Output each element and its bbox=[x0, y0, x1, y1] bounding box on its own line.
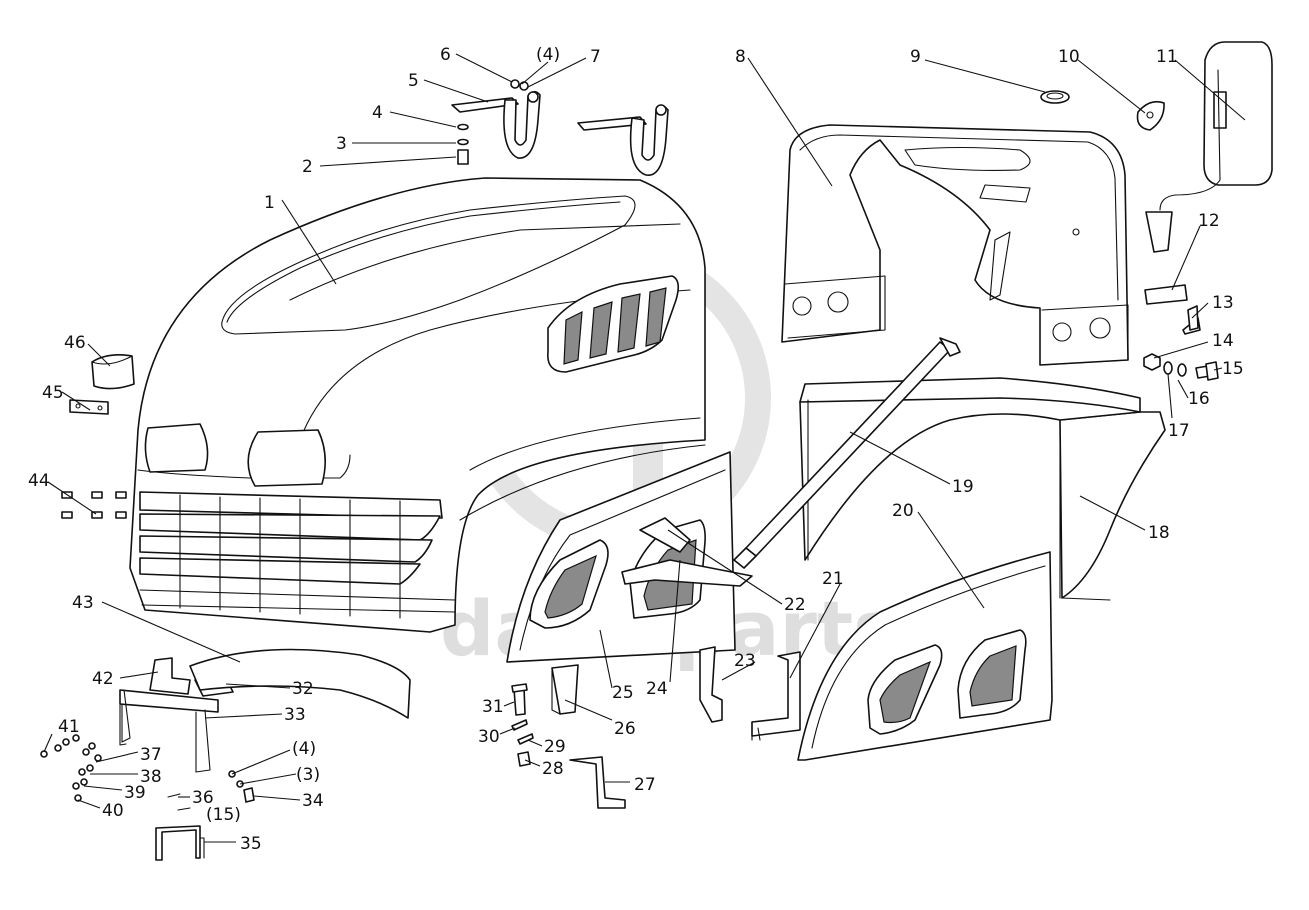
callout-16: 16 bbox=[1188, 389, 1210, 409]
callout-19: 19 bbox=[952, 477, 974, 497]
side-panel-20 bbox=[797, 551, 1053, 761]
callout-15: 15 bbox=[1222, 359, 1244, 379]
plate-22 bbox=[621, 517, 753, 587]
callout-46: 46 bbox=[64, 333, 86, 353]
washer-3 bbox=[457, 138, 469, 146]
callout-10: 10 bbox=[1058, 47, 1080, 67]
callout-40: 40 bbox=[102, 801, 124, 821]
callout-23: 23 bbox=[734, 651, 756, 671]
callout-32: 32 bbox=[292, 679, 314, 699]
bracket-21 bbox=[751, 651, 801, 741]
callout-13: 13 bbox=[1212, 293, 1234, 313]
callout-26: 26 bbox=[614, 719, 636, 739]
bracket-27 bbox=[569, 756, 626, 809]
bolt-31 bbox=[511, 683, 528, 716]
callout-4: 4 bbox=[372, 103, 383, 123]
handle-bracket-pair bbox=[577, 104, 669, 176]
callout-24: 24 bbox=[646, 679, 668, 699]
callout-21: 21 bbox=[822, 569, 844, 589]
callout-33: 33 bbox=[284, 705, 306, 725]
fasteners-34 bbox=[228, 770, 255, 803]
callout-4-qty: (4) bbox=[536, 45, 560, 65]
washer-29 bbox=[517, 733, 534, 745]
callout-1: 1 bbox=[264, 193, 275, 213]
callout-2: 2 bbox=[302, 157, 313, 177]
callout-39: 39 bbox=[124, 783, 146, 803]
bolt-15 bbox=[1195, 361, 1219, 381]
nut-6-7 bbox=[510, 79, 529, 91]
hood-part-1 bbox=[129, 177, 706, 633]
callout-38: 38 bbox=[140, 767, 162, 787]
leader-lines bbox=[43, 53, 1246, 843]
callout-27: 27 bbox=[634, 775, 656, 795]
callout-18: 18 bbox=[1148, 523, 1170, 543]
callout-41: 41 bbox=[58, 717, 80, 737]
callout-28: 28 bbox=[542, 759, 564, 779]
callout-31: 31 bbox=[482, 697, 504, 717]
rear-fender-18 bbox=[799, 377, 1166, 601]
bracket-26 bbox=[551, 664, 579, 715]
rod-35 bbox=[155, 825, 205, 861]
callout-3-qty: (3) bbox=[296, 765, 320, 785]
screw-2 bbox=[457, 149, 469, 165]
trim-43 bbox=[189, 648, 411, 719]
nut-14 bbox=[1143, 353, 1161, 371]
bracket-42 bbox=[149, 657, 191, 695]
bracket-23 bbox=[699, 646, 723, 723]
nut-28 bbox=[517, 751, 531, 767]
callout-8: 8 bbox=[735, 47, 746, 67]
callout-36: 36 bbox=[192, 788, 214, 808]
callout-37: 37 bbox=[140, 745, 162, 765]
callout-15-qty: (15) bbox=[206, 805, 241, 825]
washer-4 bbox=[457, 123, 469, 131]
bracket-45 bbox=[69, 399, 109, 415]
callout-35: 35 bbox=[240, 834, 262, 854]
washer-16 bbox=[1177, 363, 1187, 377]
plate-10 bbox=[1136, 100, 1165, 131]
callout-3: 3 bbox=[336, 134, 347, 154]
callout-labels: 1 2 3 4 5 6 (4) 7 8 9 10 11 12 13 14 15 … bbox=[28, 45, 1244, 854]
callout-6: 6 bbox=[440, 45, 451, 65]
callout-12: 12 bbox=[1198, 211, 1220, 231]
bracket-13 bbox=[1182, 305, 1201, 335]
bracket-33 bbox=[119, 689, 219, 773]
callout-30: 30 bbox=[478, 727, 500, 747]
callout-5: 5 bbox=[408, 71, 419, 91]
callout-43: 43 bbox=[72, 593, 94, 613]
fasteners-left-37-41 bbox=[40, 734, 102, 802]
callout-34: 34 bbox=[302, 791, 324, 811]
callout-7: 7 bbox=[590, 47, 601, 67]
callout-11: 11 bbox=[1156, 47, 1178, 67]
washer-17 bbox=[1163, 361, 1173, 375]
callout-20: 20 bbox=[892, 501, 914, 521]
clips-44 bbox=[61, 491, 127, 519]
callout-9: 9 bbox=[910, 47, 921, 67]
callout-25: 25 bbox=[612, 683, 634, 703]
callout-22: 22 bbox=[784, 595, 806, 615]
lamp-46 bbox=[91, 354, 135, 390]
callout-44: 44 bbox=[28, 471, 50, 491]
callout-14: 14 bbox=[1212, 331, 1234, 351]
callout-17: 17 bbox=[1168, 421, 1190, 441]
strut-19 bbox=[733, 337, 961, 569]
cap-9 bbox=[1040, 90, 1070, 104]
callout-45: 45 bbox=[42, 383, 64, 403]
callout-29: 29 bbox=[544, 737, 566, 757]
handle-bracket-5 bbox=[451, 90, 541, 159]
pin-36 bbox=[167, 793, 191, 811]
callout-4-qty-b: (4) bbox=[292, 739, 316, 759]
cab-panel-8 bbox=[781, 124, 1129, 366]
callout-42: 42 bbox=[92, 669, 114, 689]
bracket-12 bbox=[1144, 284, 1188, 305]
